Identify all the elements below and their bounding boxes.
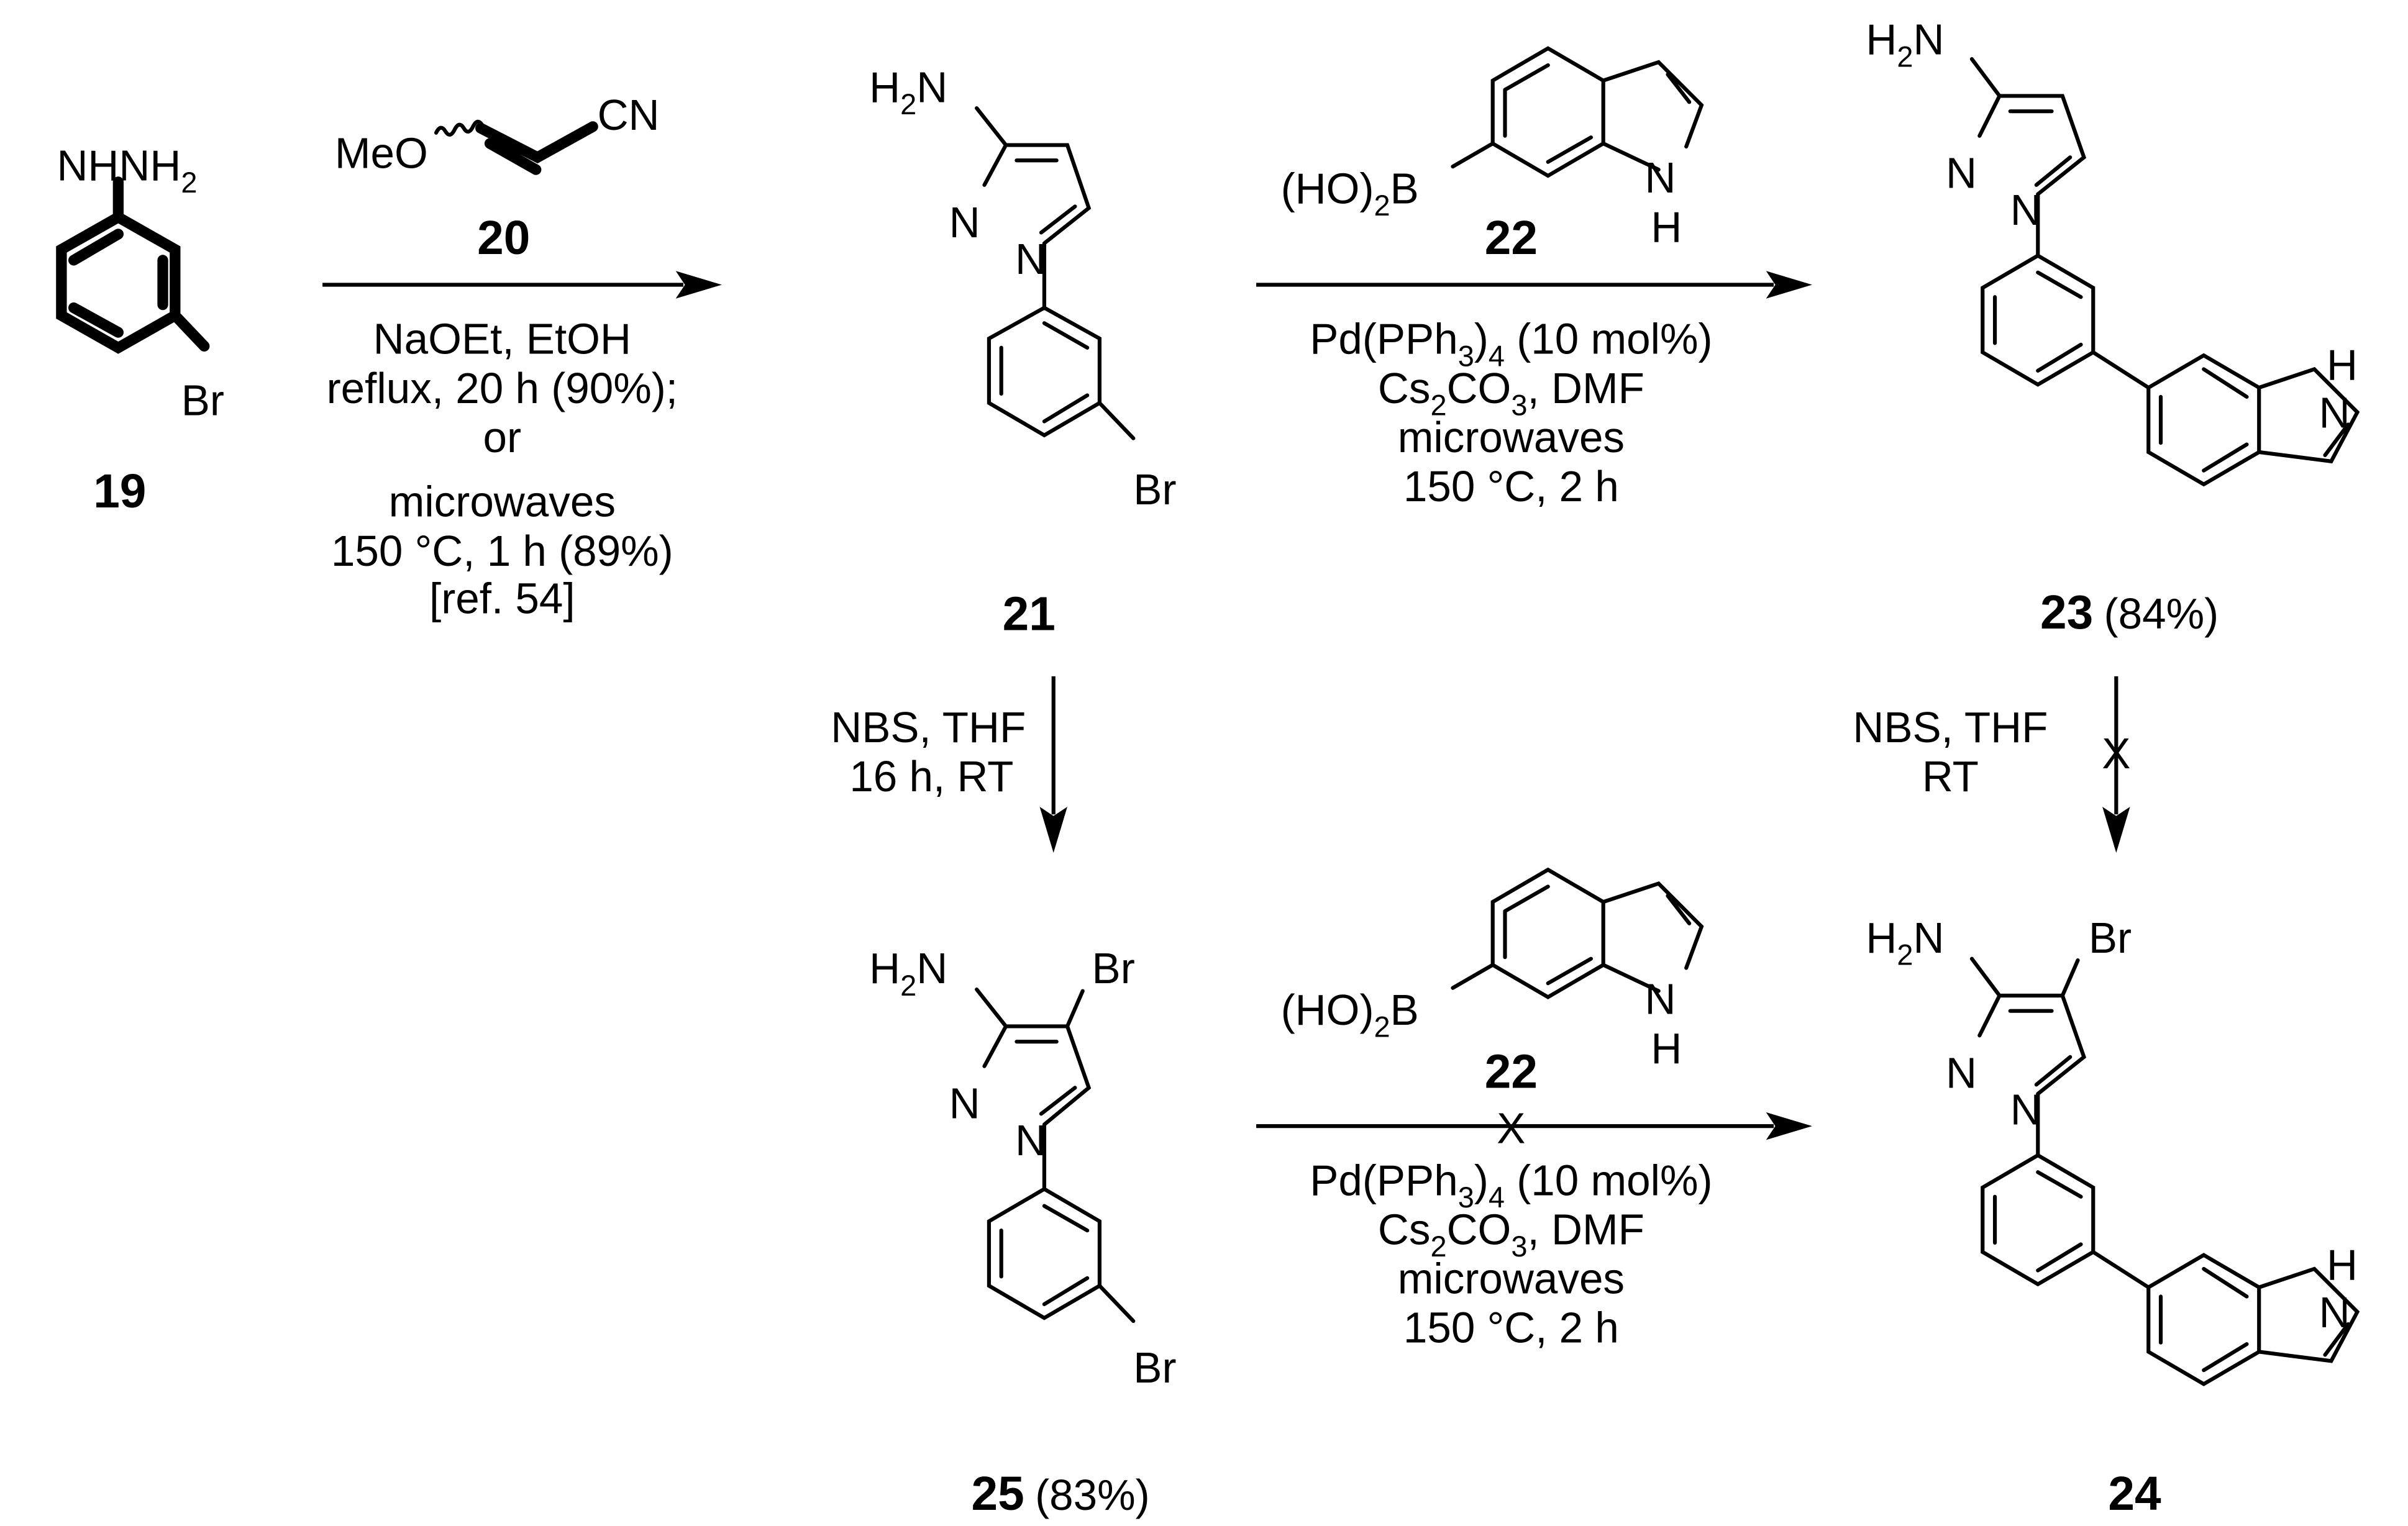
compound-21-nh2: H2N [869, 63, 947, 120]
blocked-mark-step-5: X [1497, 1104, 1525, 1152]
compound-25-br-aryl: Br [1133, 1343, 1176, 1392]
conditions-step-3: NBS, THF 16 h, RT [831, 703, 1026, 801]
compound-22-top-number: 22 [1485, 212, 1538, 265]
compound-22-top-boronic: (HO)2B [1281, 164, 1419, 222]
compound-23-nh2: H2N [1866, 16, 1944, 73]
compound-21: H2N N N Br 21 [869, 63, 1176, 640]
conditions-step-5-catalyst: Pd(PPh3)4 (10 mol%) [1310, 1156, 1712, 1214]
conditions-step-2: Pd(PPh3)4 (10 mol%) Cs2CO3, DMF microwav… [1310, 315, 1712, 511]
compound-21-pyrazole-bonds [975, 106, 1092, 310]
conditions-step-5-base: Cs2CO3, DMF [1378, 1205, 1644, 1263]
arrow-step-5 [1256, 1112, 1812, 1140]
compound-23-number: 23 [2040, 586, 2093, 639]
conditions-step-4-line2: RT [1922, 752, 1979, 801]
compound-19-number: 19 [93, 465, 146, 518]
compound-23-phenyl-bonds [1981, 253, 2151, 390]
compound-23-indole-h: H [2327, 341, 2358, 389]
compound-21-number: 21 [1003, 588, 1056, 641]
compound-21-n-b: N [1015, 235, 1046, 283]
compound-19-hydrazine-label: NHNH2 [57, 141, 197, 199]
conditions-step-4: NBS, THF RT [1853, 703, 2048, 801]
conditions-step-1-line4: microwaves [389, 478, 616, 526]
compound-20-number: 20 [477, 212, 530, 265]
conditions-step-1: NaOEt, EtOH reflux, 20 h (90%); or micro… [327, 315, 678, 623]
compound-24-indole-h: H [2327, 1240, 2358, 1289]
compound-23-yield: (84%) [2104, 589, 2219, 638]
compound-22-bottom-number: 22 [1485, 1045, 1538, 1098]
compound-23-n-a: N [1946, 149, 1977, 198]
compound-20-wavy-bond [434, 119, 485, 137]
compound-22-bottom-nh-h: H [1651, 1024, 1682, 1073]
conditions-step-1-line2: reflux, 20 h (90%); [327, 364, 678, 412]
compound-24-indole-bonds [2146, 1253, 2360, 1386]
conditions-step-2-line4: 150 °C, 2 h [1403, 462, 1619, 511]
compound-22-bottom-boronic: (HO)2B [1281, 986, 1419, 1043]
compound-22-bottom-bonds [1451, 867, 1704, 1000]
arrow-step-3 [1039, 676, 1067, 853]
compound-22-bottom-nh-n: N [1644, 975, 1676, 1024]
compound-24-indole-n: N [2319, 1288, 2350, 1337]
conditions-step-1-line5: 150 °C, 1 h (89%) [331, 527, 673, 575]
conditions-step-1-line1: NaOEt, EtOH [373, 315, 631, 363]
conditions-step-3-line2: 16 h, RT [849, 752, 1013, 801]
compound-24: H2N Br N N H N 24 [1866, 914, 2360, 1520]
compound-21-br: Br [1133, 465, 1176, 514]
compound-20: MeO CN 20 [335, 91, 660, 265]
compound-20-meo: MeO [335, 129, 428, 178]
conditions-step-3-line1: NBS, THF [831, 703, 1026, 752]
compound-25: H2N Br N N Br 25 (83%) [869, 944, 1176, 1520]
compound-24-n-b: N [2010, 1086, 2041, 1134]
compound-22-top-nh-h: H [1651, 202, 1682, 251]
compound-25-n-b: N [1015, 1116, 1046, 1165]
compound-20-cn: CN [598, 91, 660, 139]
compound-25-phenyl-bonds [987, 1186, 1136, 1324]
compound-20-bonds [475, 121, 598, 175]
compound-23-pyrazole-bonds [1969, 57, 2087, 258]
compound-25-number: 25 [972, 1468, 1024, 1520]
conditions-step-2-catalyst: Pd(PPh3)4 (10 mol%) [1310, 315, 1712, 373]
blocked-mark-step-4: X [2102, 729, 2130, 778]
conditions-step-5: Pd(PPh3)4 (10 mol%) Cs2CO3, DMF microwav… [1310, 1156, 1712, 1351]
compound-24-number: 24 [2108, 1468, 2161, 1520]
compound-25-n-a: N [949, 1079, 980, 1128]
compound-19-br: Br [181, 376, 224, 425]
conditions-step-5-line4: 150 °C, 2 h [1403, 1304, 1619, 1352]
compound-23-indole-n: N [2319, 388, 2350, 437]
conditions-step-1-line6: [ref. 54] [429, 574, 575, 622]
conditions-step-2-line3: microwaves [1398, 413, 1625, 461]
compound-23: H2N N N H N 23 (84%) [1866, 16, 2360, 639]
conditions-step-1-line3: or [483, 413, 522, 461]
compound-22-top-nh-n: N [1644, 153, 1676, 202]
compound-24-phenyl-bonds [1981, 1153, 2151, 1289]
compound-25-nh2: H2N [869, 944, 947, 1002]
compound-24-n-a: N [1946, 1048, 1977, 1097]
compound-24-pyrazole-bonds [1969, 956, 2087, 1158]
conditions-step-5-line3: microwaves [1398, 1255, 1625, 1303]
conditions-step-2-base: Cs2CO3, DMF [1378, 364, 1644, 422]
compound-19: NHNH2 Br 19 [56, 141, 224, 518]
compound-21-phenyl-bonds [987, 306, 1136, 440]
compound-23-indole-bonds [2146, 353, 2360, 487]
arrow-step-1 [322, 271, 722, 299]
compound-22-top: (HO)2B N H 22 [1281, 46, 1704, 265]
arrow-step-4 [2102, 676, 2130, 853]
compound-24-nh2: H2N [1866, 914, 1944, 971]
arrow-step-2 [1256, 271, 1812, 299]
compound-22-top-bonds [1451, 46, 1704, 178]
compound-25-pyrazole-bonds [975, 988, 1092, 1191]
compound-21-n-a: N [949, 198, 980, 247]
compound-23-n-b: N [2010, 186, 2041, 234]
compound-19-bonds [56, 176, 210, 354]
conditions-step-4-line1: NBS, THF [1853, 703, 2048, 752]
compound-24-br: Br [2089, 914, 2132, 962]
compound-25-br-top: Br [1092, 944, 1135, 992]
compound-25-yield: (83%) [1035, 1471, 1150, 1519]
compound-22-bottom: (HO)2B N H 22 [1281, 867, 1704, 1098]
